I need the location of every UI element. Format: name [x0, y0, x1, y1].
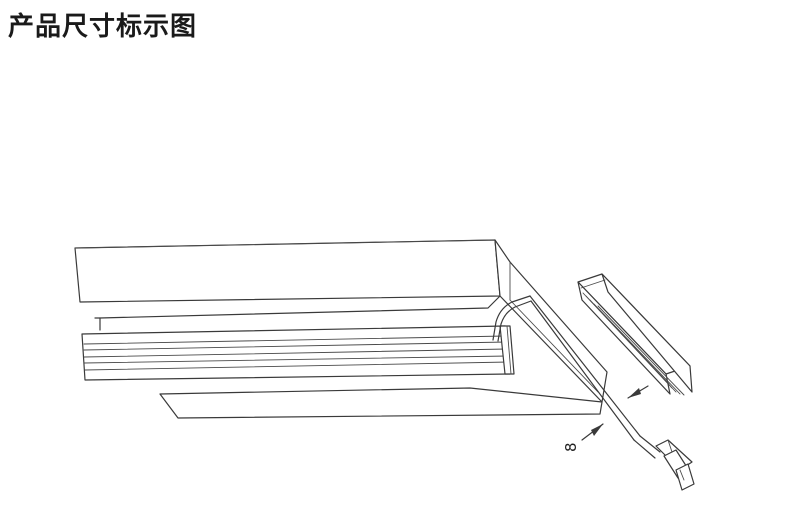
connector-plug-icon: [655, 439, 695, 491]
led-cable: [492, 295, 661, 459]
page-title: 产品尺寸标示图: [8, 12, 198, 42]
installed-led-profile: [81, 325, 515, 381]
cabinet-top-panel: [74, 239, 501, 303]
detached-profile: [577, 273, 693, 396]
dimension-label: 8: [562, 442, 580, 452]
dimension-arrow-lower: [581, 423, 604, 441]
arrow-icon: [628, 388, 641, 398]
dimension-arrow-upper: [627, 385, 649, 399]
cabinet-underside: [94, 295, 603, 419]
arrow-icon: [591, 424, 603, 436]
cabinet-side-panel: [494, 239, 608, 403]
